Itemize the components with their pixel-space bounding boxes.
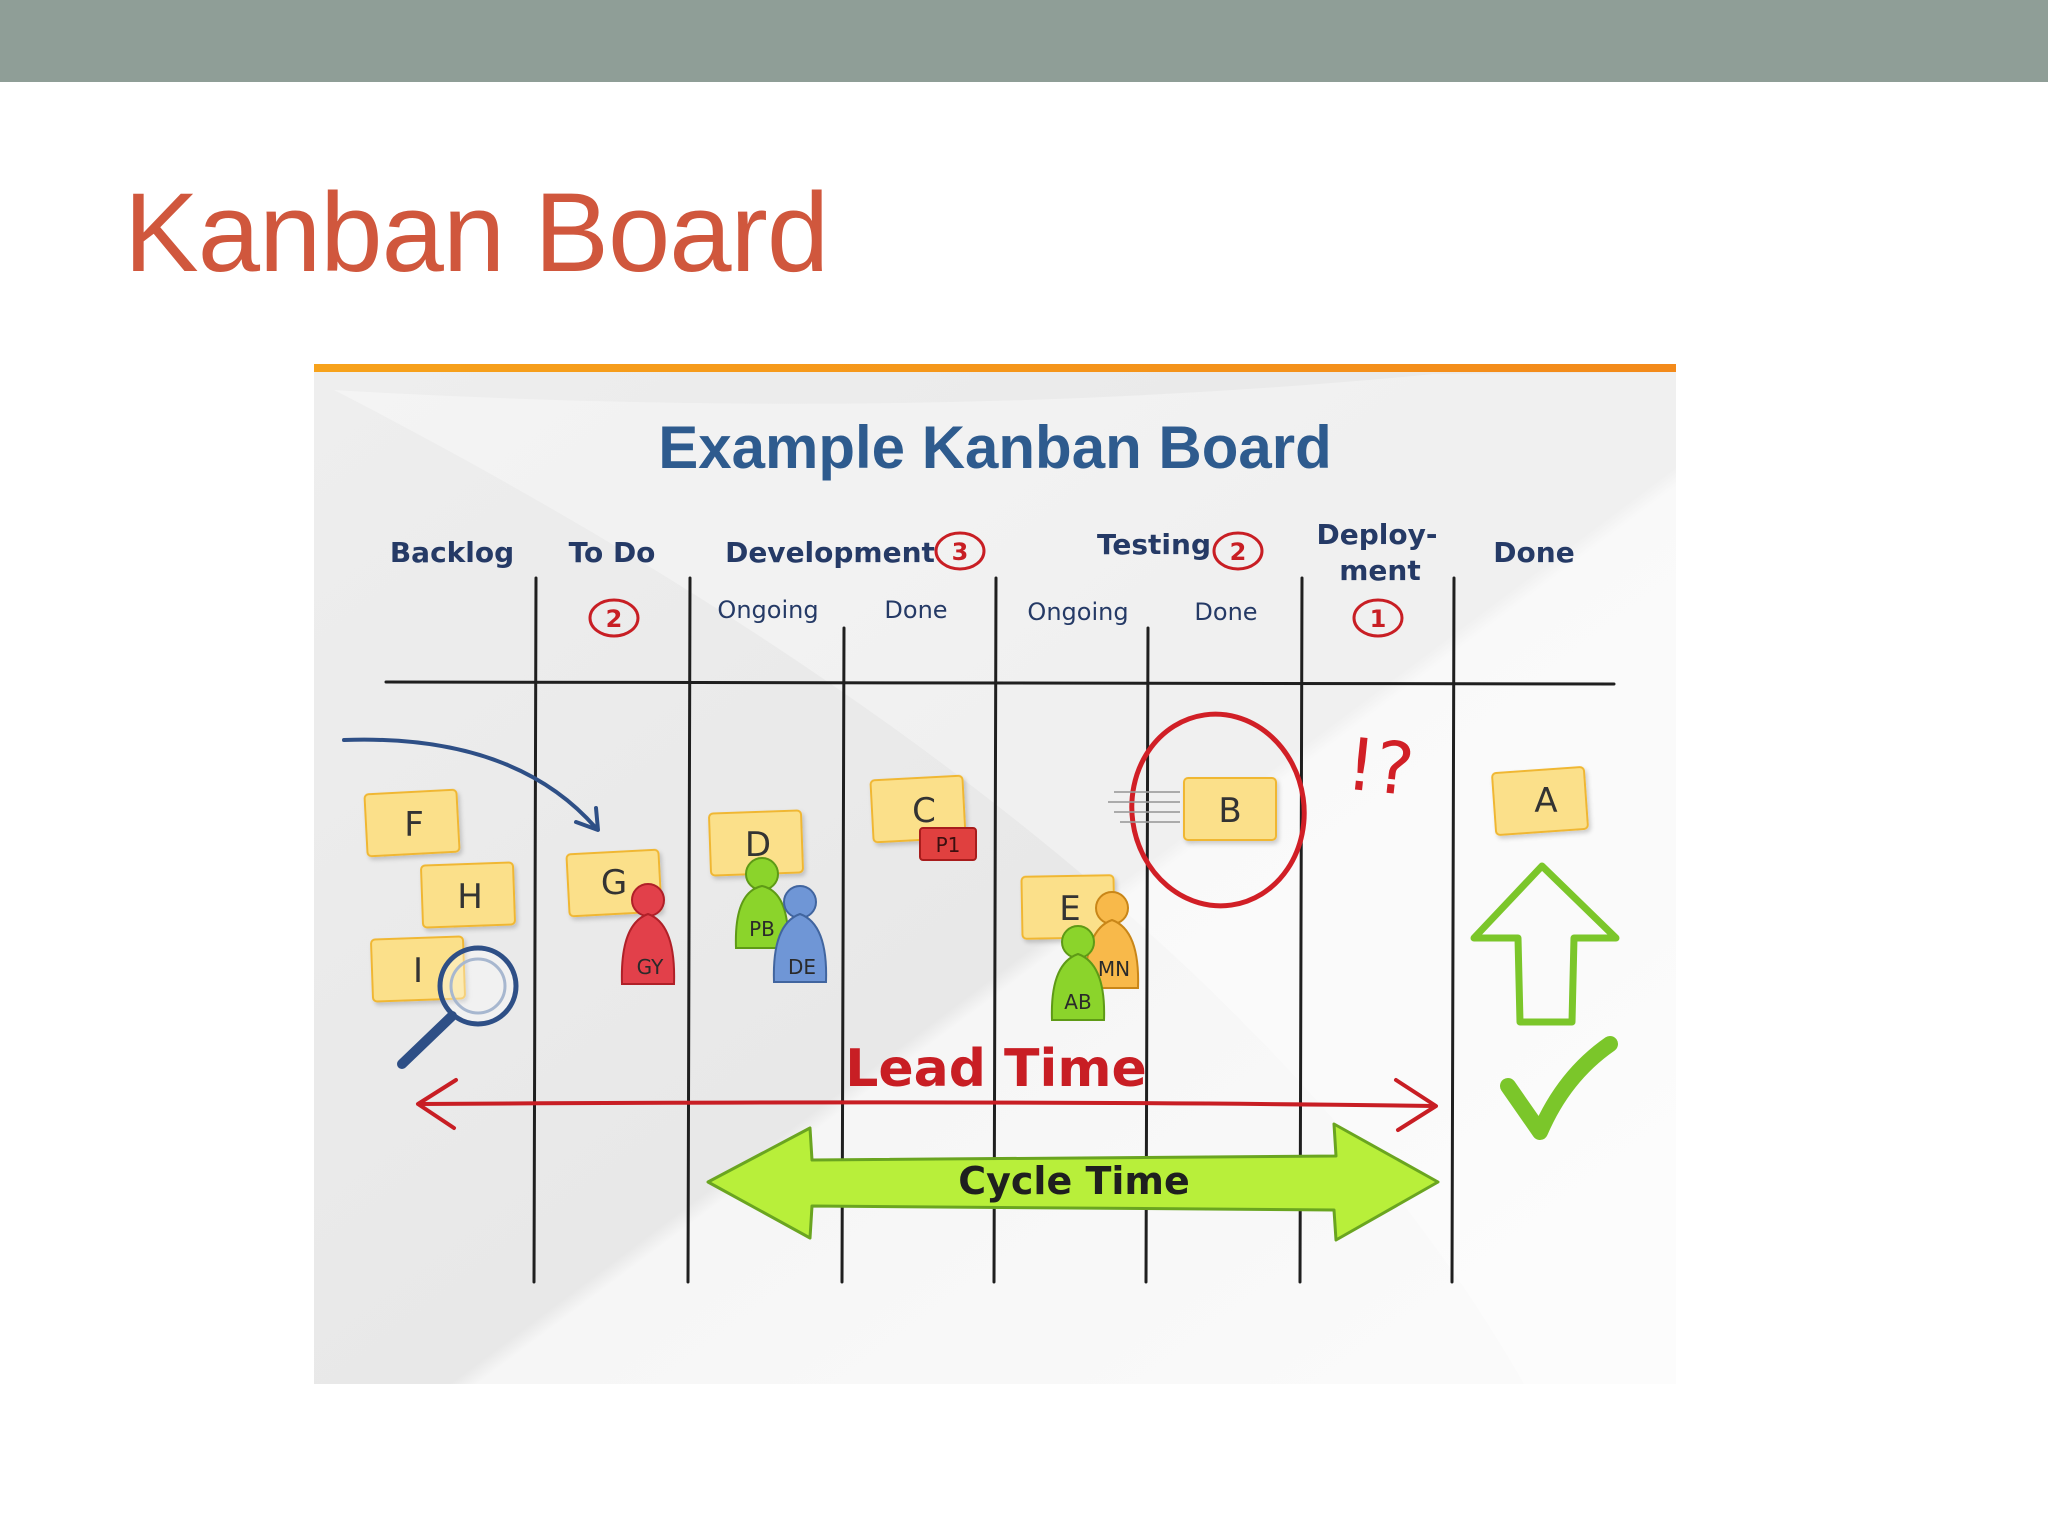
lead-time-arrow — [416, 1078, 1438, 1132]
slide-top-bar — [0, 0, 2048, 82]
card-a: A — [1491, 766, 1589, 836]
svg-text:E: E — [1059, 889, 1080, 929]
person-token-pb: PB — [734, 857, 790, 949]
subcolumn-dev-done: Done — [884, 596, 947, 624]
flow-arrow-head — [574, 806, 600, 832]
svg-text:A: A — [1534, 781, 1557, 821]
svg-text:H: H — [457, 877, 483, 917]
cycle-time-label: Cycle Time — [958, 1159, 1190, 1203]
magnifier-icon — [397, 945, 519, 1069]
blocked-card-highlight — [1108, 711, 1307, 909]
wip-limit-circle-todo — [588, 598, 640, 638]
slide-title: Kanban Board — [124, 170, 829, 295]
svg-text:MN: MN — [1098, 957, 1130, 981]
card-h: H — [420, 861, 516, 929]
svg-text:B: B — [1218, 791, 1241, 831]
column-header-deployment-line2: ment — [1339, 554, 1420, 587]
kanban-board-image: Example Kanban Board Backlog To Do Devel… — [314, 364, 1676, 1384]
checkmark-icon — [1500, 1036, 1618, 1140]
person-token-de: DE — [772, 885, 828, 983]
person-token-mn: MN — [1084, 891, 1140, 989]
subcolumn-dev-ongoing: Ongoing — [717, 596, 818, 624]
wip-limit-circle-testing — [1212, 531, 1264, 571]
cycle-time-arrow — [706, 1122, 1440, 1242]
blocked-exclamation: !? — [1342, 722, 1417, 813]
column-line-7 — [1450, 576, 1456, 1284]
subcolumn-test-done: Done — [1194, 598, 1257, 626]
lead-time-label: Lead Time — [845, 1039, 1147, 1099]
board-top-accent — [314, 364, 1676, 372]
wip-limit-testing: 2 — [1230, 538, 1247, 566]
person-token-gy: GY — [620, 883, 676, 985]
card-f: F — [363, 788, 461, 858]
svg-text:GY: GY — [637, 955, 665, 979]
subcolumn-test-ongoing: Ongoing — [1027, 598, 1128, 626]
wip-limit-circle-development — [934, 531, 986, 571]
board-title: Example Kanban Board — [658, 414, 1332, 481]
column-header-development: Development — [725, 536, 935, 569]
board-gloss — [334, 372, 1676, 1384]
svg-text:AB: AB — [1064, 990, 1091, 1014]
column-header-deployment-line1: Deploy- — [1317, 518, 1438, 551]
svg-text:F: F — [404, 805, 424, 845]
svg-text:C: C — [912, 791, 936, 831]
up-arrow-icon — [1470, 862, 1620, 1026]
svg-text:G: G — [601, 863, 627, 903]
column-header-testing: Testing — [1097, 528, 1211, 561]
flow-arrow-curve — [342, 737, 598, 830]
header-divider-line — [384, 680, 1616, 686]
svg-text:P1: P1 — [936, 833, 961, 857]
column-line-1 — [532, 576, 538, 1284]
svg-text:I: I — [413, 951, 423, 991]
wip-limit-todo: 2 — [606, 605, 623, 633]
card-b: B — [1183, 777, 1277, 841]
wip-limit-circle-deployment — [1352, 598, 1404, 638]
wip-limit-development: 3 — [952, 538, 969, 566]
svg-text:PB: PB — [749, 917, 775, 941]
kanban-board-svg: Example Kanban Board Backlog To Do Devel… — [314, 364, 1676, 1384]
column-line-2 — [686, 576, 692, 1284]
person-token-ab: AB — [1050, 925, 1106, 1021]
column-header-backlog: Backlog — [390, 536, 514, 569]
column-header-todo: To Do — [569, 536, 656, 569]
column-header-done: Done — [1493, 536, 1574, 569]
wip-limit-deployment: 1 — [1370, 605, 1387, 633]
card-c: C — [869, 774, 967, 844]
svg-text:DE: DE — [788, 955, 816, 979]
card-c-priority-tag: P1 — [919, 827, 977, 861]
